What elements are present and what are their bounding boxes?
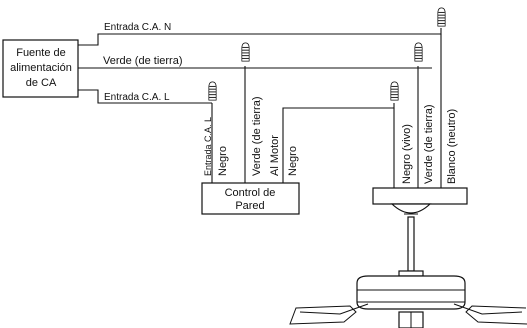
neutral-wire: Entrada C.A. N — [78, 22, 442, 188]
wall-control-title-line1: Control de — [225, 187, 276, 199]
control-label-black-2: Negro — [287, 146, 299, 176]
control-label-black: Negro — [217, 146, 229, 176]
control-label-to-motor: Al Motor — [269, 135, 281, 176]
line-in-wire: Entrada C.A. L — [78, 89, 213, 183]
wire-nut-line-in — [208, 81, 217, 101]
power-source-label-line2: alimentación — [10, 62, 72, 74]
wire-nut-ground-fan — [414, 42, 423, 62]
wire-nut-neutral — [437, 7, 446, 27]
control-label-ground: Verde (de tierra) — [251, 97, 263, 176]
ceiling-fan-illustration — [289, 203, 527, 328]
fan-label-black-live: Negro (vivo) — [401, 124, 413, 184]
power-source-label-line3: de CA — [26, 77, 57, 89]
wire-nut-ground-control — [241, 42, 250, 62]
wall-control-box: Control de Pared — [201, 182, 300, 215]
line-in-label: Entrada C.A. L — [104, 92, 170, 103]
wire-nut-motor — [390, 81, 399, 101]
fan-label-white-neutral: Blanco (neutro) — [446, 109, 458, 184]
power-source-box: Fuente de alimentación de CA — [2, 39, 79, 98]
ground-wire: Verde (de tierra) — [78, 55, 432, 188]
neutral-in-label: Entrada C.A. N — [104, 22, 171, 33]
wall-control-title-line2: Pared — [235, 200, 264, 212]
ground-wire-label: Verde (de tierra) — [103, 55, 182, 67]
control-label-line-in: Entrada C.A. L — [203, 117, 213, 176]
motor-wire — [282, 103, 395, 188]
fan-mount-plate — [372, 187, 468, 205]
power-source-label-line1: Fuente de — [16, 47, 66, 59]
fan-label-ground: Verde (de tierra) — [423, 105, 435, 184]
